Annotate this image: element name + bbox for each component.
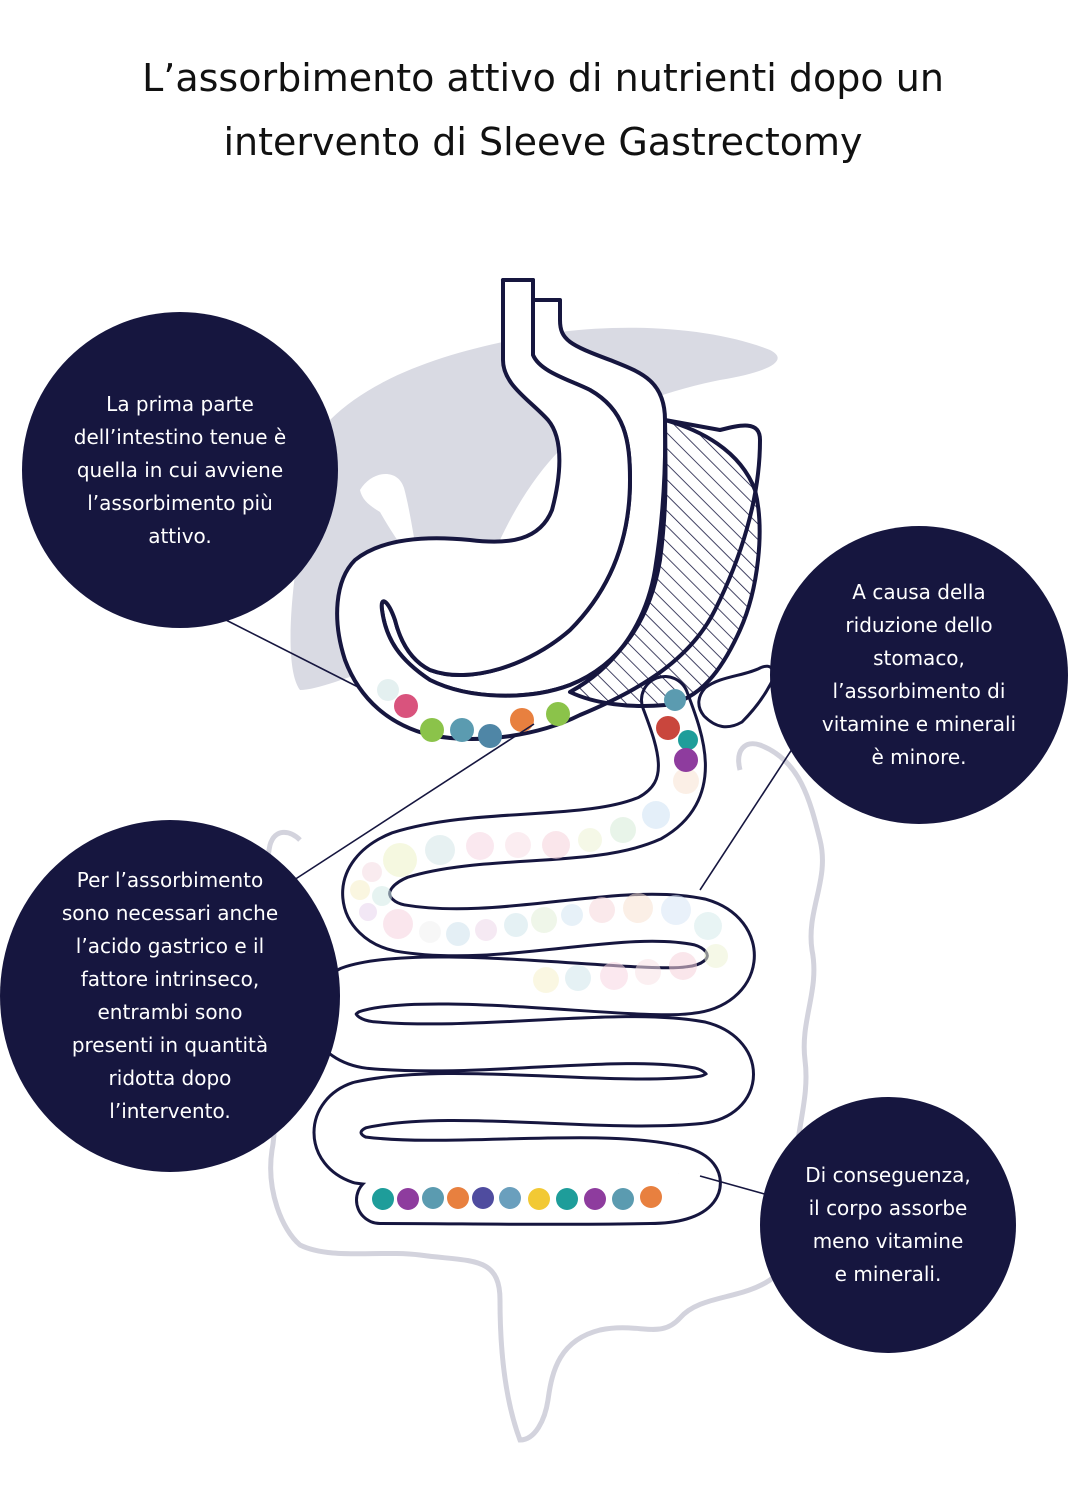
leader-line-3 xyxy=(293,723,535,881)
callout-line: l’assorbimento più xyxy=(87,490,273,515)
leader-lines xyxy=(221,617,799,1196)
callout-line: l’assorbimento di xyxy=(832,679,1006,703)
descending-nutrients xyxy=(656,689,698,772)
callout-line: ridotta dopo xyxy=(108,1066,232,1090)
faded-nutrients xyxy=(350,768,728,993)
callout-line: Per l’assorbimento xyxy=(76,868,264,892)
callout-line: l’intervento. xyxy=(109,1099,231,1123)
callout-line: il corpo assorbe xyxy=(808,1196,968,1220)
stomach xyxy=(335,278,776,741)
callout-line: Di conseguenza, xyxy=(805,1163,971,1187)
callout-line: vitamine e minerali xyxy=(821,712,1017,736)
callout-consequence: Di conseguenza, il corpo assorbe meno vi… xyxy=(760,1097,1016,1353)
callout-line: sono necessari anche xyxy=(61,901,279,925)
callout-text: La prima parte dell’intestino tenue è qu… xyxy=(74,388,286,553)
callout-text: Di conseguenza, il corpo assorbe meno vi… xyxy=(805,1159,970,1291)
callout-line: meno vitamine xyxy=(812,1229,964,1253)
callout-first-part-small-intestine: La prima parte dell’intestino tenue è qu… xyxy=(22,312,338,628)
leader-line-4 xyxy=(699,1175,769,1196)
leader-line-1 xyxy=(221,617,361,689)
title-line-2: intervento di Sleeve Gastrectomy xyxy=(223,120,863,164)
callout-line: stomaco, xyxy=(873,646,965,670)
page-title: L’assorbimento attivo di nutrienti dopo … xyxy=(60,46,1026,174)
callout-line: dell’intestino tenue è xyxy=(73,424,287,449)
callout-line: A causa della xyxy=(852,580,986,604)
callout-text: Per l’assorbimento sono necessari anche … xyxy=(62,864,278,1128)
callout-line: è minore. xyxy=(871,745,967,769)
small-intestine xyxy=(307,675,756,1226)
callout-line: quella in cui avviene xyxy=(76,457,284,482)
callout-line: La prima parte xyxy=(106,391,254,416)
removed-stomach-portion xyxy=(568,418,762,708)
ileum-nutrients xyxy=(372,1186,662,1210)
callout-line: riduzione dello xyxy=(845,613,993,637)
callout-reduced-stomach: A causa della riduzione dello stomaco, l… xyxy=(770,526,1068,824)
callout-gastric-acid-intrinsic-factor: Per l’assorbimento sono necessari anche … xyxy=(0,820,340,1172)
pancreas-shape xyxy=(697,664,776,729)
title-line-1: L’assorbimento attivo di nutrienti dopo … xyxy=(142,56,944,100)
callout-line: entrambi sono xyxy=(97,1000,243,1024)
callout-line: l’acido gastrico e il xyxy=(75,934,265,958)
duodenum-nutrients xyxy=(377,679,570,748)
callout-line: presenti in quantità xyxy=(71,1033,269,1057)
leader-line-2 xyxy=(699,739,799,891)
callout-line: fattore intrinseco, xyxy=(80,967,260,991)
callout-text: A causa della riduzione dello stomaco, l… xyxy=(822,576,1016,774)
callout-line: attivo. xyxy=(148,523,212,548)
callout-line: e minerali. xyxy=(834,1262,942,1286)
